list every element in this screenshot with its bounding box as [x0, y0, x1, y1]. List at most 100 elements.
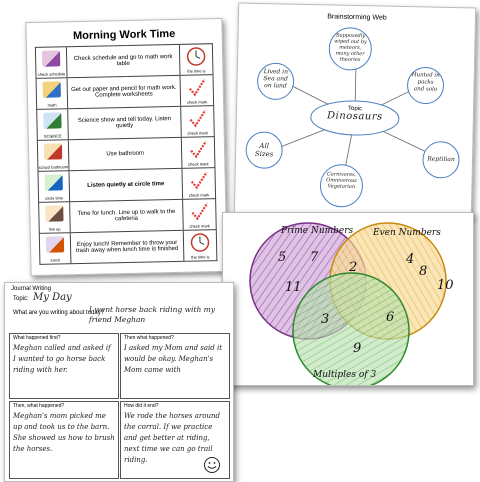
- activity-picture: circle time: [38, 171, 71, 202]
- clock-icon: [190, 233, 210, 252]
- status-cell: check mark: [181, 168, 216, 199]
- topic-label: Topic:: [13, 296, 29, 302]
- activity-text: Science show and tell today. Listen quie…: [77, 116, 172, 130]
- set-label-multiples: Multiples of 3: [312, 370, 376, 380]
- writing-about-question: What are you writing about today?: [13, 310, 105, 316]
- box-answer: We rode the horses around the corral. If…: [124, 412, 220, 464]
- status-cell: check mark: [182, 199, 216, 230]
- schedule-title: Morning Work Time: [72, 27, 176, 43]
- activity-picture: school bathroom: [37, 140, 70, 171]
- science-icon: [43, 112, 62, 129]
- activity-picture-label: math: [47, 102, 57, 108]
- value-11: 11: [285, 280, 302, 295]
- value-7: 7: [310, 250, 319, 265]
- brainstorming-web-sheet: Brainstorming Web Topic Dinosaurs Suppos…: [233, 2, 477, 220]
- node-right: Reptilian: [427, 155, 455, 164]
- activity-picture-label: line up: [48, 226, 61, 232]
- morning-work-schedule-sheet: Morning Work Time check schedule Check sc…: [25, 17, 228, 277]
- set-label-evens: Even Numbers: [372, 228, 441, 238]
- schedule-row: circle time Listen quietly at circle time…: [37, 168, 217, 203]
- topic-value: My Day: [33, 292, 72, 303]
- lunch-icon: [45, 236, 65, 253]
- status-cell: the time is: [182, 230, 217, 261]
- checkmark-icon: [190, 140, 207, 159]
- activity-picture-label: SCIENCE: [43, 133, 62, 139]
- box-how-did-it-end: How did it end? We rode the horses aroun…: [120, 401, 230, 479]
- activity-picture: lunch: [39, 233, 72, 264]
- status-cell: check mark: [179, 75, 214, 106]
- value-3: 3: [321, 312, 329, 327]
- venn-diagram: Prime Numbers Even Numbers Multiples of …: [249, 222, 454, 390]
- box-then-what-happened-2: Then, what happened? Meghan's mom picked…: [9, 401, 119, 479]
- smiley-face-icon: [204, 457, 220, 473]
- box-question: How did it end?: [124, 403, 159, 409]
- journal-writing-sheet: Journal Writing Topic: My Day What are y…: [4, 282, 234, 482]
- checkmark-icon: [190, 171, 208, 190]
- status-label: check mark: [187, 130, 208, 136]
- web-diagram: [245, 27, 460, 208]
- schedule-table: check schedule Check schedule and go to m…: [34, 43, 218, 265]
- value-2: 2: [348, 260, 357, 275]
- box-what-happened-first: What happened first? Meghan called and a…: [9, 333, 119, 399]
- activity-picture: check schedule: [35, 47, 68, 78]
- value-6: 6: [386, 310, 394, 325]
- center-value: Dinosaurs: [326, 110, 383, 123]
- activity-text: Use bathroom: [106, 150, 145, 158]
- journal-title: Journal Writing: [11, 286, 51, 292]
- box-question: Then what happened?: [124, 335, 174, 341]
- value-5: 5: [278, 250, 286, 265]
- box-answer: Meghan called and asked if I wanted to g…: [13, 344, 111, 374]
- bubble-left: [245, 131, 283, 169]
- bubble-top: [328, 27, 372, 71]
- activity-text: Enjoy lunch! Remember to throw your tras…: [75, 239, 179, 255]
- set-label-primes: Prime Numbers: [280, 226, 354, 236]
- node-bottom: Carnivores, Omnivorous Vegetarian: [326, 171, 357, 191]
- box-answer: I asked my Mom and said it would be okay…: [124, 344, 223, 374]
- activity-picture-label: school bathroom: [38, 164, 69, 170]
- activity-text: Listen quietly at circle time: [87, 181, 165, 189]
- bubble-bottom: [319, 164, 363, 208]
- activity-picture-label: check schedule: [37, 71, 66, 77]
- activity-text: Check schedule and go to math work table: [73, 54, 173, 68]
- status-label: check mark: [188, 161, 209, 167]
- activity-text: Time for lunch. Line up to walk to the c…: [77, 208, 176, 223]
- activity-text: Get out paper and pencil for math work. …: [71, 84, 177, 99]
- activity-picture-label: lunch: [50, 257, 61, 263]
- writing-about-answer: I went horse back riding with my friend …: [89, 305, 216, 324]
- box-then-what-happened: Then what happened? I asked my Mom and s…: [120, 333, 230, 399]
- value-4: 4: [405, 252, 414, 267]
- status-label: the time is: [191, 254, 210, 260]
- schedule-row: line up Time for lunch. Line up to walk t…: [38, 199, 217, 234]
- activity-picture: SCIENCE: [37, 109, 69, 140]
- status-cell: the time is: [178, 44, 213, 75]
- schedule-row: lunch Enjoy lunch! Remember to throw your…: [38, 230, 218, 265]
- node-upper-left: Lived in Sea and on land: [263, 68, 289, 90]
- bathroom-icon: [43, 143, 63, 160]
- value-9: 9: [353, 341, 361, 356]
- schedule-row: SCIENCE Science show and tell today. List…: [36, 106, 215, 141]
- schedule-icon: [41, 50, 61, 67]
- math-shapes-icon: [42, 81, 61, 98]
- bubble-upper-left: [257, 62, 295, 100]
- node-left: All Sizes: [254, 142, 274, 159]
- bubble-upper-right: [407, 66, 445, 104]
- box-question: What happened first?: [13, 335, 61, 341]
- activity-picture-label: circle time: [44, 195, 64, 201]
- venn-diagram-sheet: Prime Numbers Even Numbers Multiples of …: [222, 212, 474, 390]
- checkmark-icon: [189, 109, 207, 128]
- circle-time-icon: [44, 174, 63, 191]
- node-upper-right: Hunted in packs and solo: [411, 72, 440, 93]
- multiples-of-3-circle: [292, 272, 410, 390]
- center-bubble: [310, 100, 400, 136]
- value-10: 10: [437, 278, 454, 293]
- checkmark-icon: [191, 202, 209, 221]
- status-label: check mark: [189, 223, 210, 229]
- box-answer: Meghan's mom picked me up and took us to…: [13, 412, 115, 453]
- status-cell: check mark: [180, 137, 215, 168]
- status-label: check mark: [186, 99, 208, 105]
- activity-picture: line up: [39, 202, 71, 233]
- status-label: the time is: [187, 68, 206, 74]
- box-question: Then, what happened?: [13, 403, 65, 409]
- node-top: Supposedly wiped out by meteors, many ot…: [334, 32, 367, 64]
- value-8: 8: [419, 264, 427, 279]
